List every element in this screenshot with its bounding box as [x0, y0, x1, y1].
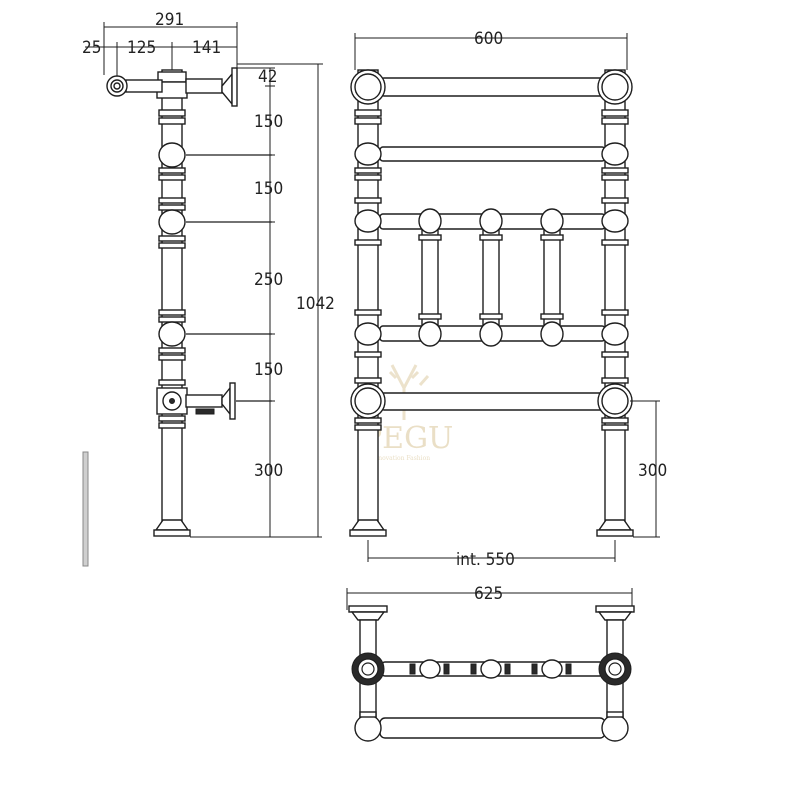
side-view: 291 25 125 141 42 150 150 250 150 300 10… [82, 10, 335, 538]
side-lower-bracket [229, 382, 236, 420]
watermark-tagline: Innovation Fashion [372, 455, 430, 462]
dim-rail-gap-3: 250 [254, 270, 283, 290]
side-top-bracket [231, 67, 238, 107]
side-top-arm-right [185, 78, 223, 94]
side-post [161, 69, 183, 531]
dim-rail-gap-1: 150 [254, 112, 283, 132]
dim-floor-height: 300 [254, 461, 283, 481]
front-post-left [357, 69, 379, 531]
front-balusters [418, 208, 564, 347]
top-base-left [348, 605, 388, 613]
dim-top-gap: 42 [258, 67, 277, 87]
front-collars [354, 109, 629, 431]
front-view: 600 300 int. 550 [349, 29, 667, 570]
dim-top-overall-width: 625 [474, 584, 503, 604]
side-collars [156, 71, 188, 429]
front-rail-bottom [379, 392, 606, 411]
top-rail-fittings [409, 659, 572, 679]
dim-internal-width: int. 550 [456, 550, 515, 570]
dim-bracket-offset: 141 [192, 38, 221, 58]
dim-rail-gap-2: 150 [254, 179, 283, 199]
top-view: 625 [346, 584, 635, 742]
dim-front-width: 600 [474, 29, 503, 49]
dim-total-depth: 291 [155, 10, 184, 30]
side-foot [154, 519, 190, 531]
dim-mid-offset: 125 [127, 38, 156, 58]
front-foot-left [350, 519, 386, 531]
front-foot-right [597, 519, 633, 531]
dim-rail-gap-4: 150 [254, 360, 283, 380]
dim-front-bottom-height: 300 [638, 461, 667, 481]
wall-bar [82, 451, 89, 567]
top-rail-front [379, 717, 606, 739]
front-rail-top [379, 77, 606, 97]
front-rail-2 [379, 146, 606, 162]
top-base-right [595, 605, 635, 613]
front-post-right [604, 69, 626, 531]
side-top-arm-left [125, 79, 163, 93]
dim-total-height: 1042 [296, 294, 335, 314]
dim-wall-offset: 25 [82, 38, 101, 58]
